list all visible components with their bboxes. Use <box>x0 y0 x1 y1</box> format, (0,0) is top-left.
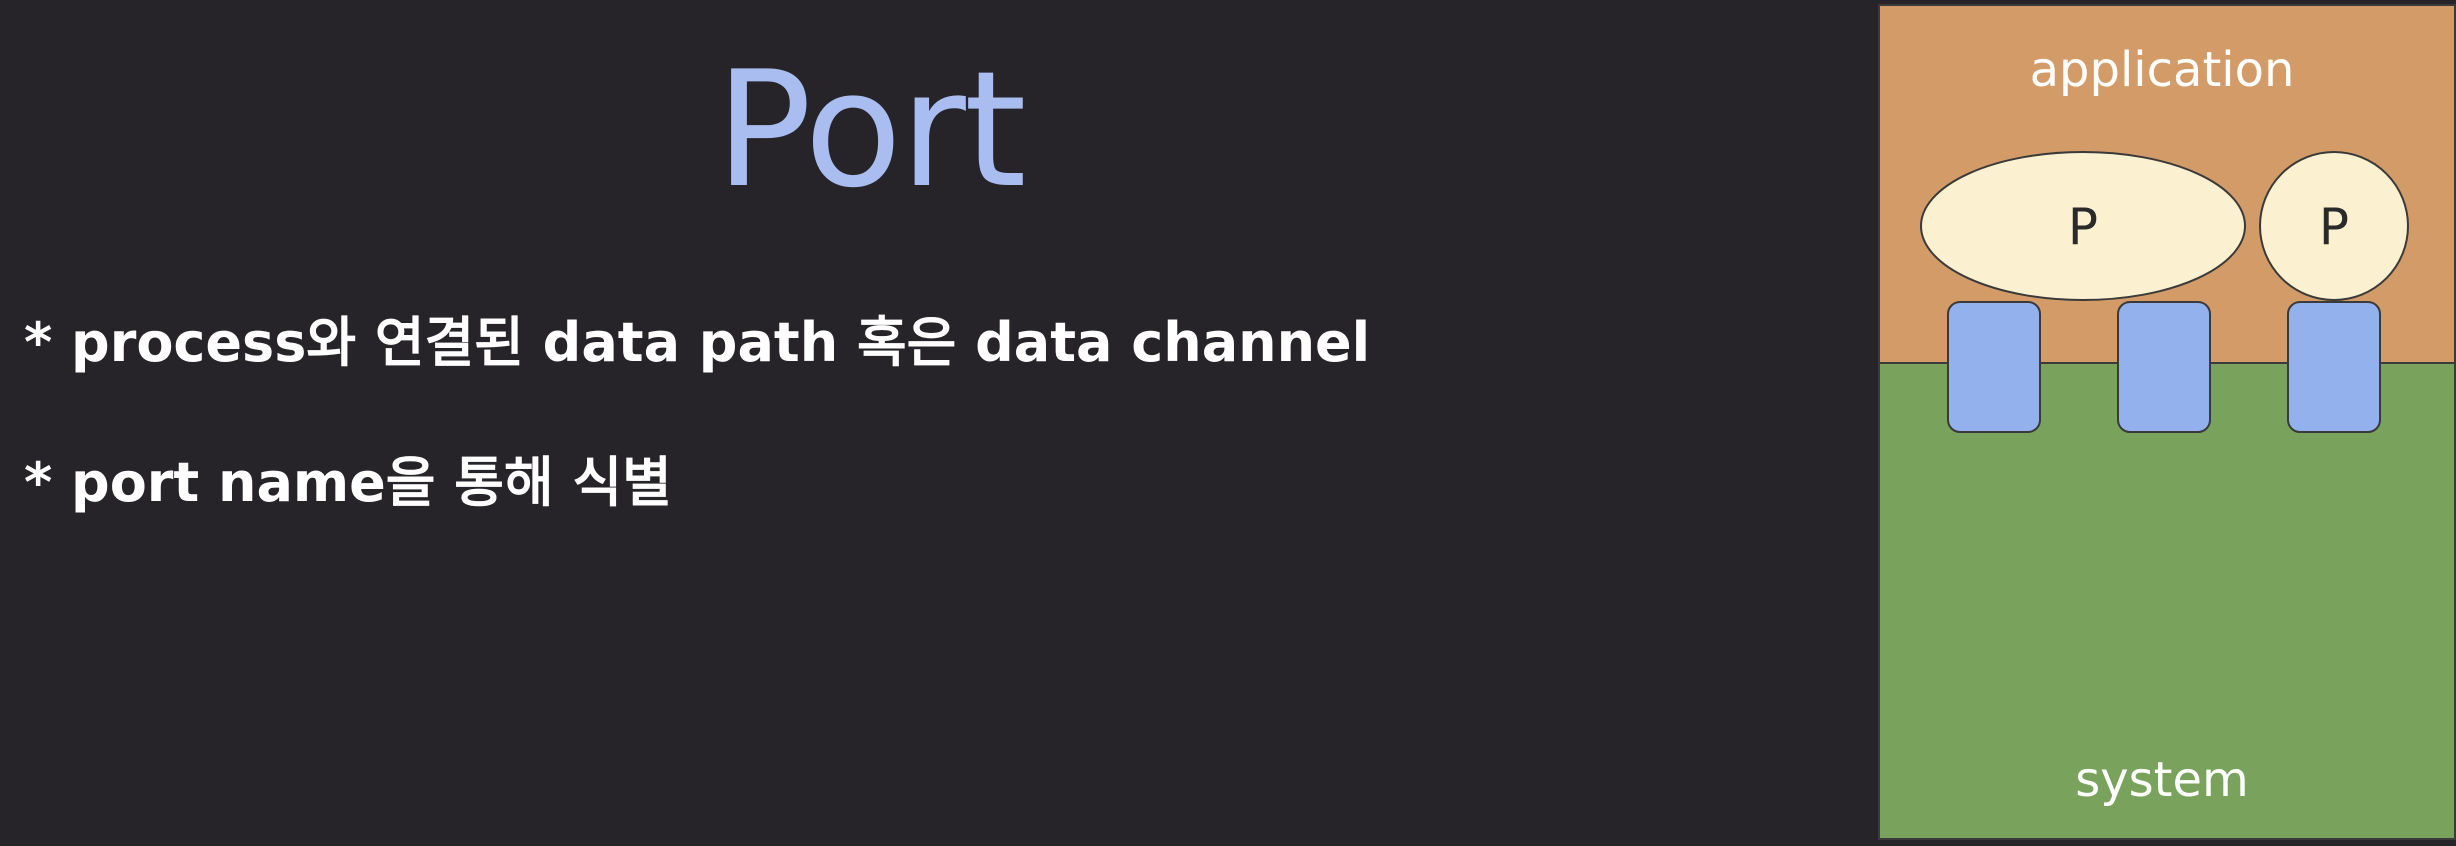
port-2 <box>2117 301 2211 433</box>
slide-title: Port <box>715 36 1026 223</box>
process-large <box>1920 151 2246 301</box>
process-small <box>2259 151 2409 301</box>
port-diagram: application P P system <box>1878 4 2456 840</box>
system-layer <box>1878 362 2456 840</box>
application-label: application <box>2030 42 2295 98</box>
process-label-2: P <box>2319 198 2349 256</box>
process-label-1: P <box>2068 198 2098 256</box>
port-3 <box>2287 301 2381 433</box>
port-1 <box>1947 301 2041 433</box>
system-label: system <box>2075 752 2249 808</box>
bullet-data-path: * process와 연결된 data path 혹은 data channel <box>24 311 1371 374</box>
bullet-port-name: * port name을 통해 식별 <box>24 451 672 514</box>
